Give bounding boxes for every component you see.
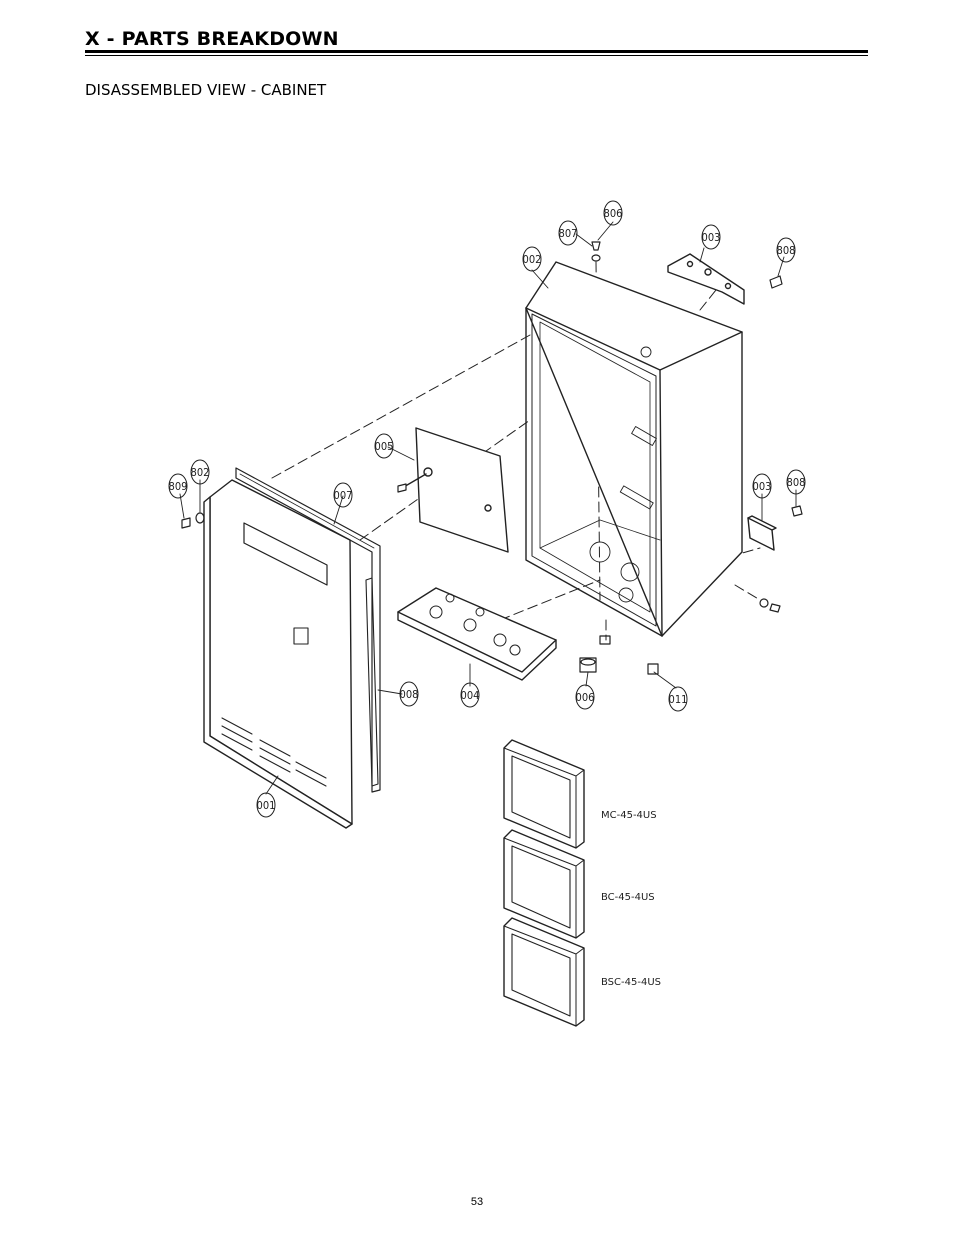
label-802: 802 — [191, 466, 210, 479]
label-809: 809 — [169, 480, 188, 493]
bracket-003-top — [667, 253, 745, 305]
label-807: 807 — [559, 227, 578, 240]
header-rule — [85, 50, 868, 53]
gasket-007 — [235, 467, 381, 793]
label-006: 006 — [576, 691, 595, 704]
remote-controller-2 — [503, 829, 585, 939]
part-labels — [168, 200, 806, 818]
bottom-plate-004 — [397, 587, 557, 681]
inner-plate-005 — [401, 427, 509, 553]
remote-label-bc: BC-45-4US — [601, 892, 655, 903]
leader-lines — [179, 221, 797, 795]
label-007: 007 — [334, 489, 353, 502]
remote-label-bsc: BSC-45-4US — [601, 977, 661, 988]
label-808-top: 808 — [777, 244, 796, 257]
label-008: 008 — [400, 688, 419, 701]
label-806: 806 — [604, 207, 623, 220]
bracket-003-side — [747, 515, 777, 551]
label-003-top: 003 — [702, 231, 721, 244]
section-title: DISASSEMBLED VIEW - CABINET — [85, 81, 327, 99]
label-011: 011 — [669, 693, 688, 706]
label-001: 001 — [257, 799, 276, 812]
remote-label-mc: MC-45-4US — [601, 810, 657, 821]
remote-controller-1 — [503, 739, 585, 849]
label-004: 004 — [461, 689, 480, 702]
seal-008 — [365, 577, 379, 787]
cabinet-002 — [525, 261, 743, 637]
header-rule-thin — [85, 55, 868, 56]
label-005: 005 — [375, 440, 394, 453]
label-808-side: 808 — [787, 476, 806, 489]
page-title: X - PARTS BREAKDOWN — [85, 28, 339, 50]
page-number: 53 — [470, 1196, 484, 1208]
front-panel-001 — [203, 479, 353, 829]
label-003-side: 003 — [753, 480, 772, 493]
label-002: 002 — [523, 253, 542, 266]
remote-controller-3 — [503, 917, 585, 1027]
